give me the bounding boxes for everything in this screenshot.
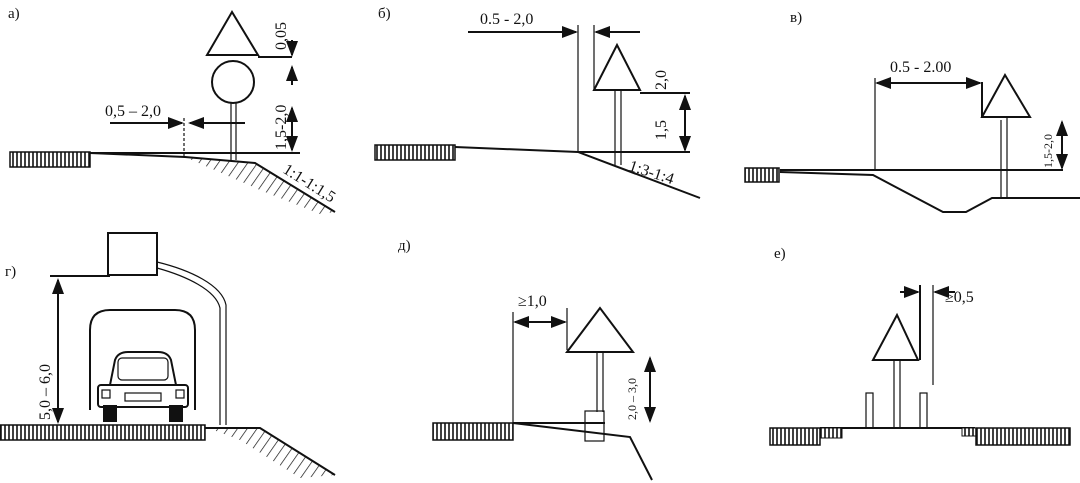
ground-profile (779, 171, 1080, 213)
panel-b: б) 0.5 - 2,0 2,0 1,5 1:3-1:4 (374, 6, 701, 199)
roadway-block (432, 422, 514, 441)
dim-offset-b: 0.5 - 2,0 (480, 11, 533, 28)
panel-label-d: д) (398, 238, 411, 254)
panel-a: а) 0,5 – 2,0 0,05 1,5-2,0 1:1-1:1,5 (8, 6, 338, 214)
roadway-block (9, 151, 91, 168)
panel-label-a: а) (8, 6, 20, 22)
dim-height-d: 2,0 – 3,0 (625, 378, 639, 420)
post-foundation (584, 410, 605, 442)
guide-post (865, 392, 874, 429)
dim-offset-a: 0,5 – 2,0 (105, 103, 161, 120)
dim-gap-a: 0,05 (273, 22, 290, 50)
panel-d: д) ≥1,0 2,0 – 3,0 (398, 238, 656, 481)
ground-profile (89, 152, 336, 213)
overhead-sign (107, 232, 158, 276)
roadway-block (769, 427, 821, 446)
ground-profile (512, 422, 653, 481)
panel-label-b: б) (378, 6, 391, 22)
triangle-sign (980, 72, 1032, 118)
roadway-block (819, 427, 843, 439)
panel-e: е) ≥0,5 (769, 246, 1071, 446)
cable-line (156, 261, 227, 425)
dim-upper-b: 2,0 (653, 70, 670, 90)
cable-line (156, 267, 221, 425)
guide-post (919, 392, 928, 429)
dim-height-g: 5,0 – 6,0 (37, 364, 54, 420)
panel-label-g: г) (5, 264, 16, 280)
slope-hatch (208, 428, 335, 478)
dim-height-v: 1,5-2,0 (1041, 134, 1055, 168)
dim-height-a: 1,5-2,0 (273, 105, 290, 150)
dim-offset-e: ≥0,5 (945, 289, 974, 306)
slope-hatch (185, 157, 335, 214)
panel-v: в) 0.5 - 2.00 1,5-2,0 (744, 10, 1080, 213)
ground-profile (205, 427, 336, 476)
roadway-block (961, 427, 977, 437)
triangle-sign (565, 306, 635, 353)
triangle-sign (592, 42, 642, 91)
roadway-block (374, 144, 456, 161)
triangle-sign (871, 312, 920, 361)
panel-label-v: в) (790, 10, 802, 26)
roadway-block (744, 167, 780, 183)
roadway-block (0, 424, 206, 441)
car-icon (97, 351, 189, 422)
panel-g: г) 5,0 – 6,0 (0, 232, 336, 478)
clearance-outline (89, 309, 196, 410)
dim-lower-b: 1,5 (653, 120, 670, 140)
dim-offset-v: 0.5 - 2.00 (890, 59, 951, 76)
triangle-sign (205, 10, 260, 56)
slope-b: 1:3-1:4 (627, 158, 676, 188)
dim-offset-d: ≥1,0 (518, 293, 547, 310)
roadway-block (975, 427, 1071, 446)
round-sign (211, 60, 255, 104)
panel-label-e: е) (774, 246, 786, 262)
